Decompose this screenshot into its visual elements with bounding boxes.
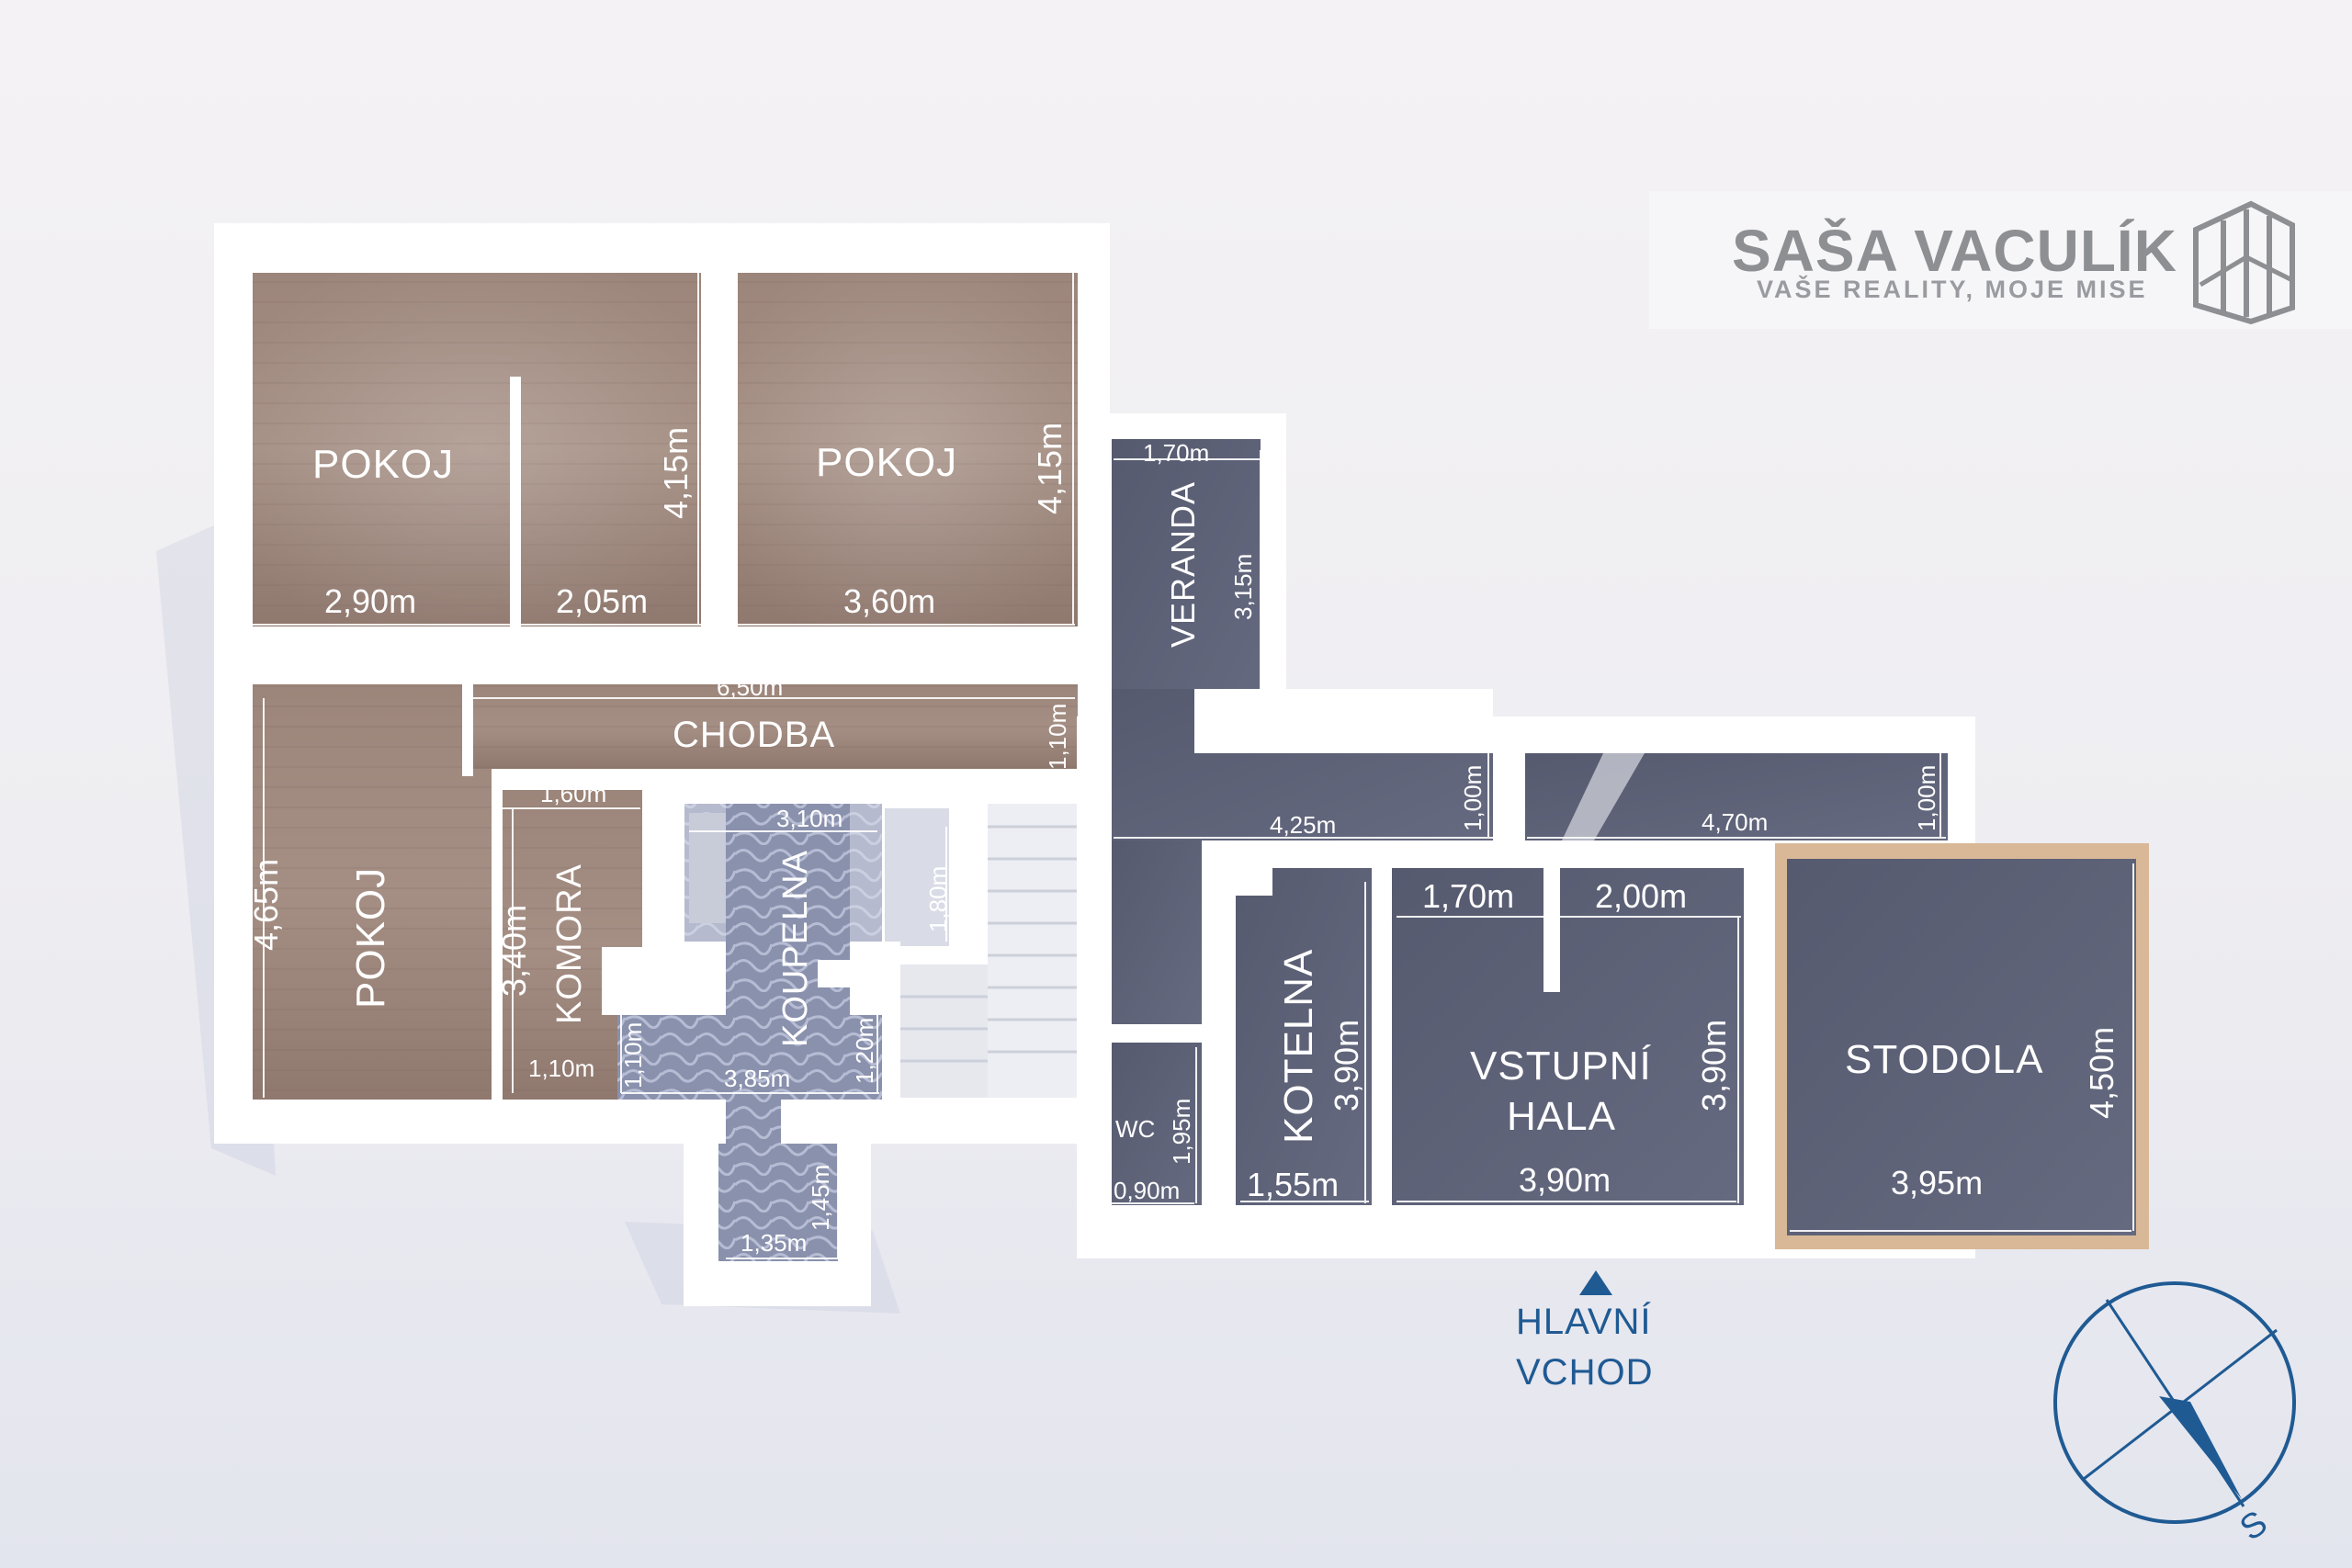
dim-koupelna-h3: 1,10m: [619, 1022, 647, 1089]
brand-name: SAŠA VACULÍK: [1732, 217, 2177, 284]
brand-logo: SAŠA VACULÍK VAŠE REALITY, MOJE MISE: [1649, 191, 2352, 329]
dim-kotelna-h: 3,90m: [1328, 1020, 1365, 1111]
dim-hala-w: 3,90m: [1519, 1161, 1611, 1199]
dim-pokoj1-w: 2,90m: [324, 582, 416, 620]
dim-hall-h: 1,00m: [1459, 765, 1487, 831]
dim-veranda-w: 1,70m: [1143, 439, 1209, 467]
dimension-labels: 2,90m 2,05m 4,15m 3,60m 4,15m 1,70m 3,15…: [247, 423, 2120, 1257]
dim-hala-h: 3,90m: [1695, 1020, 1733, 1111]
dim-chodba-h: 1,10m: [1044, 704, 1071, 770]
dim-koupelna-w: 3,10m: [776, 805, 842, 832]
compass-needle-icon: [2159, 1396, 2242, 1499]
dim-komora-h: 3,40m: [495, 905, 533, 997]
dim-stodola-w: 3,95m: [1891, 1164, 1983, 1201]
compass-south-label: S: [2233, 1504, 2275, 1549]
brand-tagline: VAŠE REALITY, MOJE MISE: [1757, 275, 2148, 303]
main-entrance: HLAVNÍ VCHOD: [1516, 1270, 1653, 1393]
room-label-stodola: STODOLA: [1845, 1037, 2043, 1082]
room-label-komora: KOMORA: [550, 863, 589, 1024]
dim-koupelna-w3: 1,35m: [741, 1229, 807, 1257]
right-wing: [1077, 413, 2149, 1258]
room-labels: POKOJ POKOJ VERANDA CHODBA POKOJ KOMORA …: [312, 440, 2043, 1144]
dim-hala-w1: 1,70m: [1422, 877, 1514, 915]
dim-hala-w2: 2,00m: [1595, 877, 1687, 915]
dim-pokoj1-w2: 2,05m: [556, 582, 648, 620]
dim-koupelna-h2: 1,20m: [851, 1018, 878, 1084]
entrance-label-line1: HLAVNÍ: [1516, 1301, 1652, 1342]
side-passage-floor: [1112, 840, 1202, 1024]
dim-koupelna-h: 1,80m: [924, 866, 952, 932]
room-label-pokoj-2: POKOJ: [816, 440, 957, 485]
room-label-pokoj-3: POKOJ: [348, 867, 393, 1009]
veranda-floor: [1112, 439, 1261, 738]
dim-hall-w: 4,25m: [1270, 811, 1336, 839]
staircase: [900, 799, 1078, 1098]
compass-icon: S: [2053, 1281, 2296, 1549]
room-label-chodba: CHODBA: [673, 715, 835, 755]
dim-pokoj2-h: 4,15m: [1031, 423, 1069, 514]
room-label-vstupni: VSTUPNÍ: [1470, 1043, 1652, 1089]
dim-corridor2-h: 1,00m: [1913, 765, 1940, 831]
building-logo-icon: [2193, 200, 2295, 325]
dim-veranda-h: 3,15m: [1229, 554, 1257, 620]
room-label-wc: WC: [1115, 1115, 1155, 1143]
dim-pokoj3-h: 4,65m: [247, 859, 285, 951]
room-label-pokoj-1: POKOJ: [312, 442, 454, 487]
dim-corridor2-w: 4,70m: [1702, 808, 1768, 836]
entrance-label-line2: VCHOD: [1516, 1352, 1653, 1393]
dim-koupelna-h4: 1,45m: [807, 1165, 834, 1231]
room-label-koupelna: KOUPELNA: [776, 850, 815, 1047]
dim-koupelna-w2: 3,85m: [724, 1065, 790, 1092]
left-wing: [214, 223, 1110, 1306]
dimension-lines: [253, 257, 2134, 1259]
room-label-hala: HALA: [1507, 1094, 1616, 1139]
dim-pokoj1-h: 4,15m: [657, 427, 695, 519]
dim-wc-h: 1,95m: [1168, 1099, 1195, 1165]
stodola-floor: [1787, 859, 2136, 1235]
room-label-kotelna: KOTELNA: [1276, 949, 1321, 1144]
wc-floor: [1112, 1043, 1202, 1205]
dim-komora-w: 1,60m: [540, 780, 606, 807]
dim-chodba-w: 6,50m: [717, 673, 783, 701]
dim-stodola-h: 4,50m: [2083, 1027, 2120, 1119]
dim-kotelna-w: 1,55m: [1247, 1166, 1339, 1203]
kotelna-floor: [1236, 868, 1372, 1205]
dim-komora-w2: 1,10m: [528, 1055, 594, 1082]
room-label-veranda: VERANDA: [1164, 481, 1202, 648]
vstupni-hala-floor: [1392, 868, 1744, 1205]
dim-wc-w: 0,90m: [1114, 1177, 1180, 1204]
entrance-arrow-icon: [1579, 1270, 1612, 1295]
dim-pokoj2-w: 3,60m: [843, 582, 935, 620]
